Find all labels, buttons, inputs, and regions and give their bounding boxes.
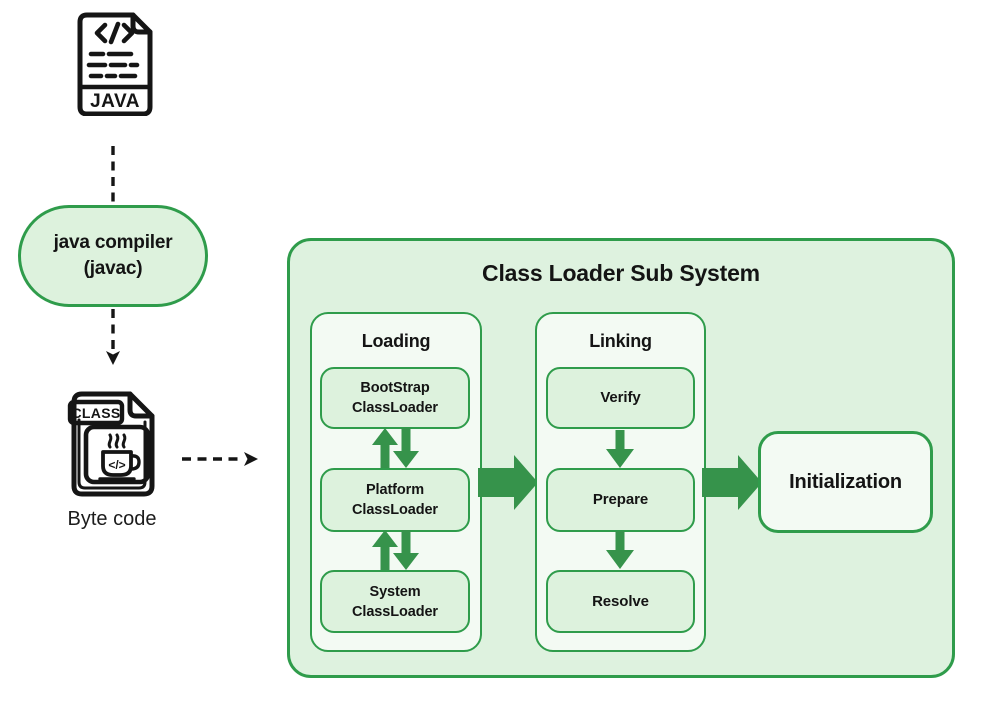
connector-compiler-to-bytecode: [106, 309, 120, 365]
box-label: ClassLoader: [352, 603, 438, 620]
down-arrow-verify-prepare: [606, 430, 634, 468]
box-label: Initialization: [789, 470, 902, 493]
code-lines-icon: [86, 51, 140, 79]
block-arrow-loading-to-linking: [478, 455, 538, 510]
initialization-box: Initialization: [758, 431, 933, 533]
connector-bytecode-to-subsystem: [182, 452, 258, 466]
block-arrow-linking-to-initialization: [702, 455, 762, 510]
bootstrap-classloader-box: BootStrap ClassLoader: [320, 367, 470, 429]
java-icon-label: JAVA: [90, 91, 140, 112]
linking-title: Linking: [589, 331, 652, 351]
compiler-label-line2: (javac): [83, 258, 143, 279]
prepare-box: Prepare: [546, 468, 695, 532]
system-classloader-box: System ClassLoader: [320, 570, 470, 633]
box-label: Prepare: [592, 491, 649, 508]
class-file-icon: CLASS </>: [67, 391, 155, 497]
box-label: Verify: [600, 389, 641, 406]
verify-box: Verify: [546, 367, 695, 429]
coffee-cup-icon: </>: [98, 433, 141, 481]
code-glyph-icon: [94, 21, 135, 45]
box-label: BootStrap: [360, 380, 430, 396]
cup-code-glyph: </>: [108, 458, 125, 472]
java-file-icon: JAVA: [77, 12, 153, 116]
connector-java-to-compiler: [111, 146, 115, 206]
compiler-label-line1: java compiler: [53, 232, 173, 253]
updown-arrows-platform-system: [372, 530, 419, 570]
box-label: Resolve: [592, 592, 649, 610]
down-arrow-prepare-resolve: [606, 531, 634, 569]
box-label: Platform: [365, 482, 424, 498]
loading-title: Loading: [361, 331, 431, 351]
platform-classloader-box: Platform ClassLoader: [320, 468, 470, 532]
byte-code-caption: Byte code: [67, 508, 157, 530]
box-label: System: [369, 583, 421, 600]
subsystem-title: Class Loader Sub System: [482, 260, 760, 286]
class-icon-label: CLASS: [72, 405, 121, 421]
box-label: ClassLoader: [352, 400, 438, 416]
resolve-box: Resolve: [546, 570, 695, 633]
java-compiler-node: java compiler (javac): [18, 205, 208, 307]
box-label: ClassLoader: [352, 502, 438, 518]
updown-arrows-bootstrap-platform: [372, 428, 419, 468]
